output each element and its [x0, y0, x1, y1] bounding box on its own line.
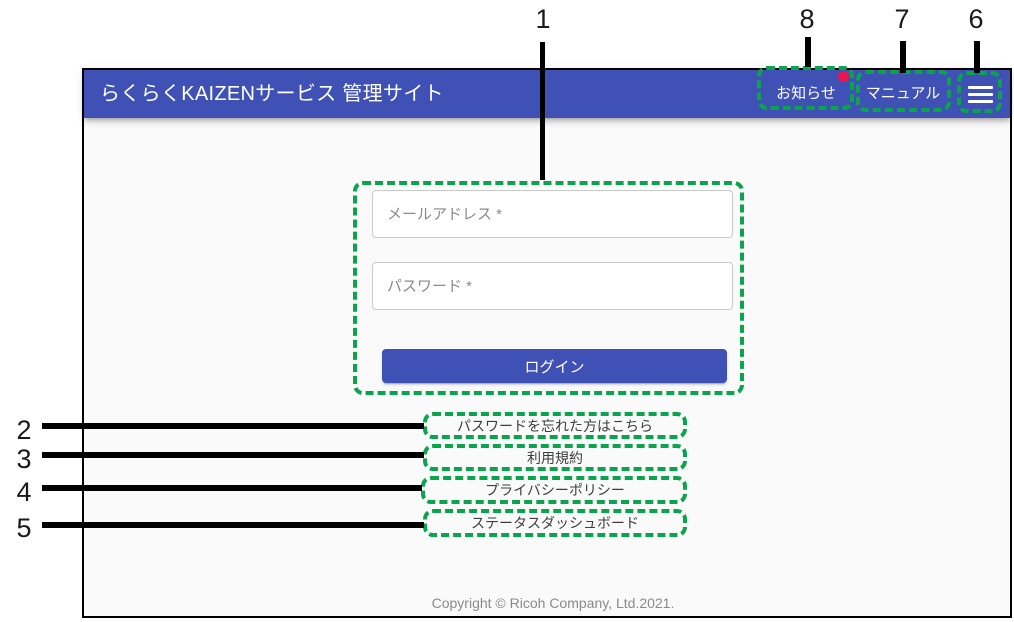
password-field[interactable] — [372, 262, 733, 310]
callout-number-7: 7 — [894, 4, 910, 34]
callout-number-2: 2 — [16, 415, 32, 445]
hamburger-menu-icon[interactable] — [968, 86, 993, 103]
login-button[interactable]: ログイン — [382, 349, 727, 383]
callout-line-8 — [805, 37, 811, 67]
copyright-text: Copyright © Ricoh Company, Ltd.2021. — [431, 595, 675, 611]
forgot-password-link[interactable]: パスワードを忘れた方はこちら — [457, 418, 653, 434]
terms-of-use-link[interactable]: 利用規約 — [527, 450, 583, 466]
callout-number-5: 5 — [16, 513, 32, 543]
hamburger-bar — [968, 93, 993, 96]
callout-number-1: 1 — [535, 4, 551, 34]
email-field[interactable] — [372, 190, 733, 238]
hamburger-bar — [968, 86, 993, 89]
hamburger-bar — [968, 100, 993, 103]
callout-number-3: 3 — [16, 444, 32, 474]
privacy-policy-link[interactable]: プライバシーポリシー — [485, 482, 625, 498]
manual-link[interactable]: マニュアル — [866, 70, 941, 118]
admin-site-window: らくらくKAIZENサービス 管理サイト お知らせ マニュアル ログイン パスワ… — [82, 68, 1012, 618]
callout-number-4: 4 — [16, 477, 32, 507]
app-bar: らくらくKAIZENサービス 管理サイト お知らせ マニュアル — [84, 70, 1010, 118]
app-title: らくらくKAIZENサービス 管理サイト — [100, 83, 444, 105]
callout-number-8: 8 — [799, 4, 815, 34]
notice-link[interactable]: お知らせ — [776, 70, 836, 118]
callout-number-6: 6 — [968, 4, 984, 34]
status-dashboard-link[interactable]: ステータスダッシュボード — [471, 515, 639, 531]
